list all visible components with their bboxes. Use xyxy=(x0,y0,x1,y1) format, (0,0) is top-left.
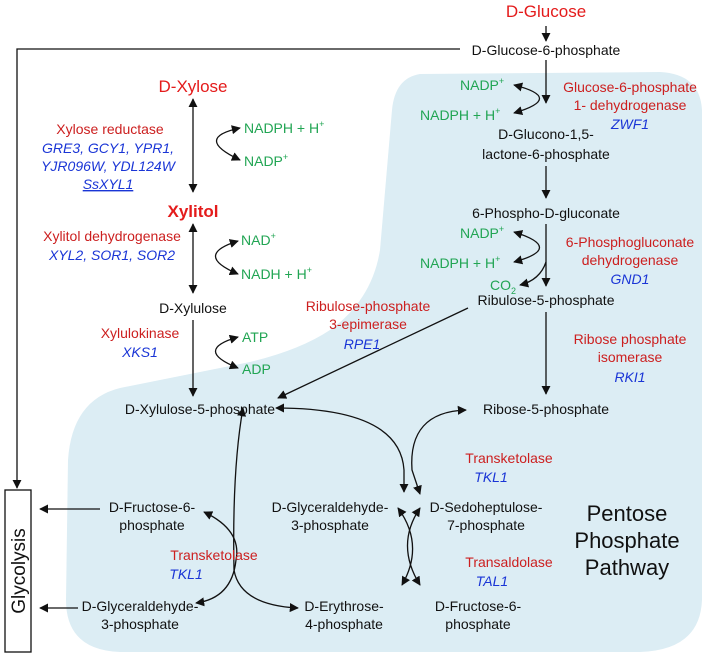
ppp-title-line1: Pentose xyxy=(587,501,668,526)
enzyme-6pgdh-line2: dehydrogenase xyxy=(582,252,679,268)
curve-co2 xyxy=(519,261,547,288)
enzyme-rpe-line1: Ribulose-phosphate xyxy=(306,298,431,314)
enzyme-xylose-reductase: Xylose reductase xyxy=(56,121,164,137)
gluconolactone-line1: D-Glucono-1,5- xyxy=(498,126,594,142)
curve-xdh-cofactor xyxy=(215,239,239,276)
fructose-6-phosphate-right-line2: phosphate xyxy=(445,616,511,632)
ppp-region xyxy=(66,72,702,652)
cofactor-adp: ADP xyxy=(242,361,271,377)
curve-tkl-xu5p-e4p xyxy=(233,407,299,613)
glycolysis-label: Glycolysis xyxy=(9,528,30,614)
curve-tkl-xu5p-gap xyxy=(275,403,409,493)
curve-tal-s7p-f6p xyxy=(406,507,421,586)
cofactor-nadp-6pg: NADP+ xyxy=(460,224,504,241)
glyceraldehyde-3-phosphate-left-line1: D-Glyceraldehyde- xyxy=(82,598,199,614)
gluconolactone-line2: lactone-6-phosphate xyxy=(482,146,610,162)
cofactor-co2: CO2 xyxy=(490,277,516,296)
cofactor-nadh-h-xdh: NADH + H+ xyxy=(241,265,312,282)
ribulose-5-phosphate: Ribulose-5-phosphate xyxy=(478,292,615,308)
ppp-title-line2: Phosphate xyxy=(574,528,679,553)
cofactor-nadph-h-6pg: NADPH + H+ xyxy=(420,254,500,271)
sedoheptulose-7-phosphate-line2: 7-phosphate xyxy=(447,517,525,533)
gene-xks1: XKS1 xyxy=(121,344,158,360)
enzyme-rki-line1: Ribose phosphate xyxy=(574,331,687,347)
genes-xylitol-dehydrogenase: XYL2, SOR1, SOR2 xyxy=(48,247,175,263)
fructose-6-phosphate-left-line2: phosphate xyxy=(119,517,185,533)
gene-gnd1: GND1 xyxy=(611,271,650,287)
enzyme-rpe-line2: 3-epimerase xyxy=(329,316,407,332)
genes-xylose-reductase-line2: YJR096W, YDL124W xyxy=(41,158,177,174)
glucose-6-phosphate: D-Glucose-6-phosphate xyxy=(472,42,621,58)
cofactor-nadph-h-g6p: NADPH + H+ xyxy=(420,106,500,123)
curve-tkl-f6p-gap xyxy=(195,511,238,607)
gene-tal1: TAL1 xyxy=(476,573,508,589)
gene-zwf1: ZWF1 xyxy=(610,116,649,132)
xylitol: Xylitol xyxy=(167,202,218,221)
arrow-ru5p-xu5p xyxy=(277,307,469,399)
6-phosphogluconate: 6-Phospho-D-gluconate xyxy=(472,205,620,221)
enzyme-g6pdh-line2: 1- dehydrogenase xyxy=(574,97,687,113)
glycolysis-box xyxy=(4,489,32,653)
curve-xr-cofactor xyxy=(216,125,241,161)
d-xylose: D-Xylose xyxy=(159,77,228,96)
gene-ssxyl1: SsXYL1 xyxy=(83,176,134,192)
cofactor-atp: ATP xyxy=(242,329,268,345)
ribose-5-phosphate: Ribose-5-phosphate xyxy=(483,401,609,417)
genes-xylose-reductase-line1: GRE3, GCY1, YPR1, xyxy=(42,140,174,156)
enzyme-6pgdh-line1: 6-Phosphogluconate xyxy=(566,234,695,250)
cofactor-nadph-h-xr: NADPH + H+ xyxy=(244,119,324,136)
enzyme-rki-line2: isomerase xyxy=(598,349,663,365)
gene-rki1: RKI1 xyxy=(614,369,645,385)
fructose-6-phosphate-right-line1: D-Fructose-6- xyxy=(435,598,522,614)
curve-6pgdh-cofactor xyxy=(513,230,540,265)
cofactor-nadp-xr: NADP+ xyxy=(244,152,288,169)
curve-tkl-r5p-s7p xyxy=(411,405,467,495)
curve-xk-cofactor xyxy=(215,334,239,370)
enzyme-transaldolase: Transaldolase xyxy=(465,554,553,570)
gene-rpe1: RPE1 xyxy=(344,336,381,352)
glyceraldehyde-3-phosphate-left-line2: 3-phosphate xyxy=(101,616,179,632)
glyceraldehyde-3-phosphate-mid-line2: 3-phosphate xyxy=(291,517,369,533)
enzyme-g6pdh-line1: Glucose-6-phosphate xyxy=(563,79,697,95)
curve-g6pdh-cofactor xyxy=(513,82,540,116)
fructose-6-phosphate-left-line1: D-Fructose-6- xyxy=(109,499,196,515)
sedoheptulose-7-phosphate-line1: D-Sedoheptulose- xyxy=(430,499,543,515)
ppp-title-line3: Pathway xyxy=(585,555,669,580)
erythrose-4-phosphate-line1: D-Erythrose- xyxy=(304,598,384,614)
xylulose-5-phosphate: D-Xylulose-5-phosphate xyxy=(125,401,275,417)
erythrose-4-phosphate-line2: 4-phosphate xyxy=(305,616,383,632)
enzyme-transketolase-left: Transketolase xyxy=(170,547,258,563)
glyceraldehyde-3-phosphate-mid-line1: D-Glyceraldehyde- xyxy=(272,499,389,515)
arrow-g6p-glycolysis xyxy=(12,48,460,489)
gene-tkl1-left: TKL1 xyxy=(169,566,202,582)
enzyme-xylulokinase: Xylulokinase xyxy=(101,325,180,341)
d-glucose: D-Glucose xyxy=(506,2,586,21)
d-xylulose: D-Xylulose xyxy=(159,300,227,316)
cofactor-nad-xdh: NAD+ xyxy=(241,231,276,248)
gene-tkl1-mid: TKL1 xyxy=(474,469,507,485)
enzyme-xylitol-dehydrogenase: Xylitol dehydrogenase xyxy=(43,228,181,244)
cofactor-nadp-g6p: NADP+ xyxy=(460,76,504,93)
enzyme-transketolase-mid: Transketolase xyxy=(465,450,553,466)
